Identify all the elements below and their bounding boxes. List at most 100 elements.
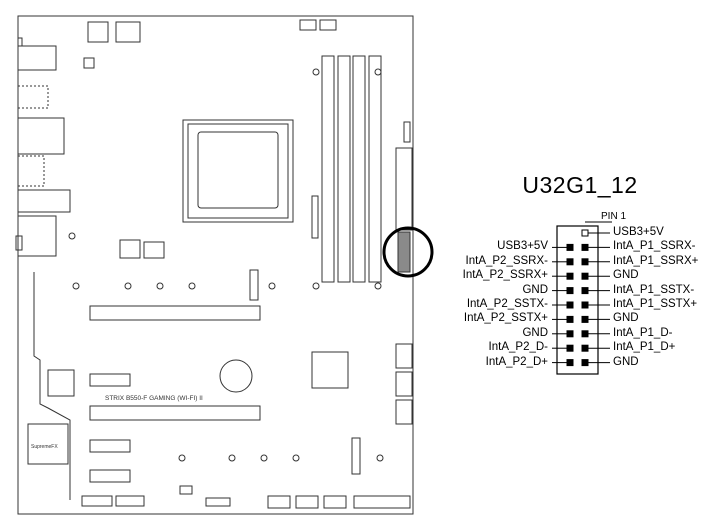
fan-header	[319, 19, 337, 31]
pin-square	[581, 287, 589, 295]
bottom-header	[81, 495, 113, 507]
io-port	[17, 155, 45, 187]
pin-label-right: IntA_P1_SSTX-	[613, 283, 695, 296]
pin-header-body	[556, 225, 599, 375]
bottom-header	[267, 495, 291, 509]
pin-square	[581, 315, 589, 323]
chipset	[311, 351, 349, 389]
pin-label-right: GND	[613, 355, 639, 368]
pin-square	[566, 301, 574, 309]
io-port	[17, 215, 57, 257]
small-header	[403, 121, 411, 143]
key-pin	[567, 230, 573, 236]
io-port	[17, 117, 65, 155]
audio-label: SupremeFX	[31, 444, 58, 450]
pin-square	[581, 330, 589, 338]
cpu-socket-inner	[197, 131, 279, 209]
pin-label-right: IntA_P1_SSTX+	[613, 298, 698, 310]
standoff	[292, 454, 300, 462]
bottom-header	[323, 495, 347, 509]
pin-graphics	[552, 221, 612, 367]
standoff	[156, 282, 164, 290]
cpu-socket-frame	[182, 119, 294, 223]
pin-square	[566, 243, 574, 251]
standoff	[376, 454, 384, 462]
standoff	[68, 232, 76, 240]
audio-chip	[47, 369, 75, 397]
sata-port	[395, 343, 413, 369]
dimm-slot	[321, 55, 335, 283]
pin1-label: PIN 1	[601, 211, 627, 222]
bottom-header	[115, 495, 145, 507]
standoff	[312, 68, 320, 76]
bottom-header	[295, 495, 319, 509]
cmos-battery	[219, 359, 253, 393]
highlight-circle	[382, 226, 434, 278]
pin-label-left: IntA_P2_SSRX-	[465, 254, 548, 267]
standoff	[124, 282, 132, 290]
bottom-header	[179, 485, 193, 495]
connector-title: U32G1_12	[522, 172, 638, 198]
pin-label-right: IntA_P1_SSRX-	[613, 240, 696, 253]
pin-label-left: IntA_P2_SSTX-	[466, 298, 548, 310]
io-port	[17, 37, 23, 47]
pin-label-right: GND	[613, 312, 639, 325]
pin-square	[566, 272, 574, 280]
pin-square	[566, 359, 574, 367]
pcie-slot-small	[89, 439, 131, 453]
pin-label-left: IntA_P2_SSRX+	[462, 269, 548, 282]
pin-label-right: IntA_P1_D+	[613, 341, 676, 354]
lan-chip	[143, 241, 165, 259]
pin-square	[581, 301, 589, 309]
io-port	[17, 189, 71, 213]
m2-slot	[249, 269, 259, 301]
pin-label-left: IntA_P2_SSTX+	[463, 312, 548, 325]
pin-square	[566, 344, 574, 352]
pin-square	[566, 315, 574, 323]
pin-label-right: IntA_P1_SSRX+	[613, 254, 699, 267]
standoff	[178, 454, 186, 462]
small-chip	[83, 57, 95, 69]
standoff	[374, 282, 382, 290]
pin-square	[566, 330, 574, 338]
cpu-power-connector	[87, 21, 109, 43]
pin-square	[566, 287, 574, 295]
lan-chip	[119, 239, 141, 259]
io-port	[17, 85, 49, 109]
dimm-slot	[352, 55, 366, 283]
standoff	[312, 282, 320, 290]
pin-square	[581, 272, 589, 280]
pin-square	[581, 258, 589, 266]
board-outline	[17, 15, 414, 515]
cpu-socket	[187, 123, 289, 219]
bottom-header	[205, 497, 231, 507]
standoff	[260, 454, 268, 462]
u32g1-header-location	[397, 231, 411, 273]
standoff	[188, 282, 196, 290]
standoff	[268, 282, 276, 290]
pin-label-right: USB3+5V	[613, 226, 664, 238]
pcie-slot	[89, 305, 261, 321]
pin-square	[581, 359, 589, 367]
audio-area	[27, 423, 69, 465]
pin-label-left: GND	[522, 326, 548, 339]
pin-square	[581, 344, 589, 352]
sata-port	[395, 371, 413, 397]
pin-label-right: IntA_P1_D-	[613, 326, 673, 339]
io-port	[17, 45, 57, 71]
pcie-slot	[89, 405, 261, 421]
pin-square	[566, 258, 574, 266]
pin-label-left: IntA_P2_D-	[488, 341, 548, 354]
pcie-slot-small	[89, 373, 131, 387]
board-trace	[33, 272, 71, 500]
m2-slot	[351, 437, 361, 475]
pin-label-left: IntA_P2_D+	[485, 355, 548, 368]
standoff	[228, 454, 236, 462]
bottom-header	[353, 495, 411, 509]
dimm-slot	[337, 55, 351, 283]
pin-label-left: USB3+5V	[497, 240, 548, 253]
pin-label-right: GND	[613, 269, 639, 282]
atx-power-connector	[395, 147, 413, 231]
fan-header	[299, 19, 317, 31]
